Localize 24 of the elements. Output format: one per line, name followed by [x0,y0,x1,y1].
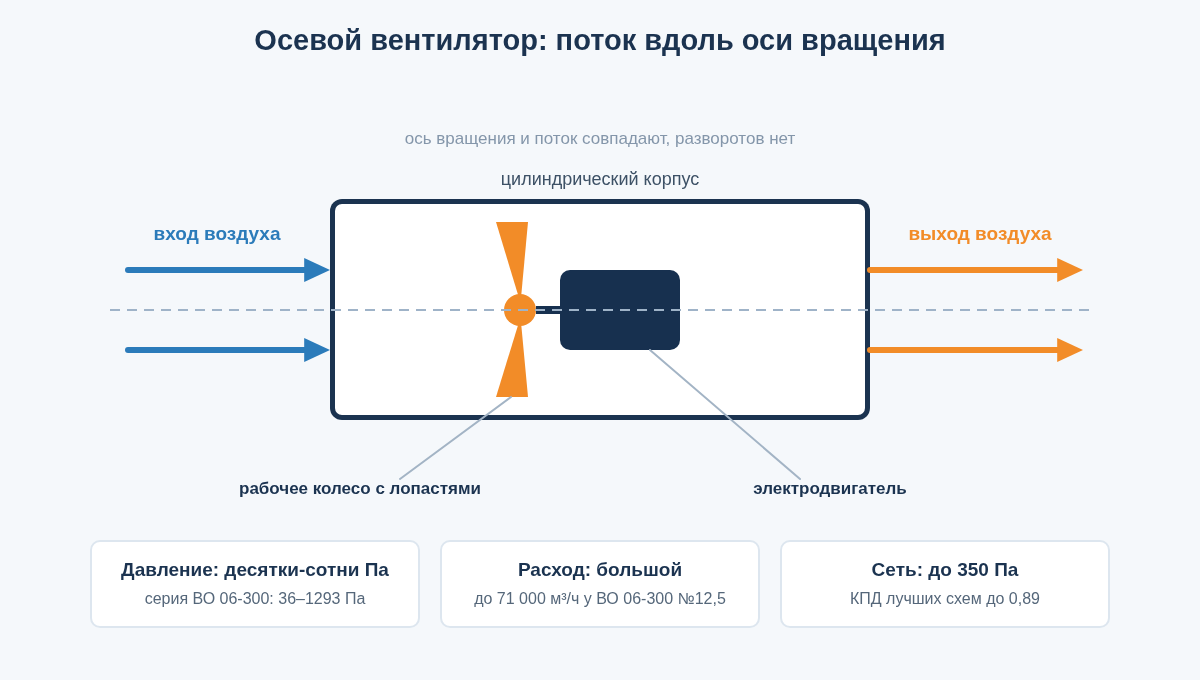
callout-label: электродвигатель [753,479,907,499]
inlet-label: вход воздуха [153,222,281,245]
info-card [780,540,1110,628]
callout-label: рабочее колесо с лопастями [239,479,481,499]
flow-arrow [125,258,330,282]
card-heading: Давление: десятки-сотни Па [121,558,389,581]
flow-arrow [867,258,1083,282]
subtitle-note: ось вращения и поток совпадают, разворотов нет [404,129,796,149]
housing-label: цилиндрический корпус [500,168,700,190]
flow-arrow [125,338,330,362]
outlet-label: выход воздуха [908,222,1052,245]
card-heading: Сеть: до 350 Па [871,558,1019,581]
card-text: серия ВО 06-300: 36–1293 Па [144,589,366,608]
flow-arrow [867,338,1083,362]
diagram-title: Осевой вентилятор: поток вдоль оси вращения [254,23,946,58]
card-heading: Расход: большой [517,558,683,581]
leader-line [649,349,801,480]
impeller-icon [496,222,536,397]
info-card [90,540,420,628]
card-text: КПД лучших схем до 0,89 [850,589,1040,608]
motor-block [560,270,680,350]
leader-line [399,396,512,480]
card-text: до 71 000 м³/ч у ВО 06-300 №12,5 [474,589,726,608]
info-card [440,540,760,628]
